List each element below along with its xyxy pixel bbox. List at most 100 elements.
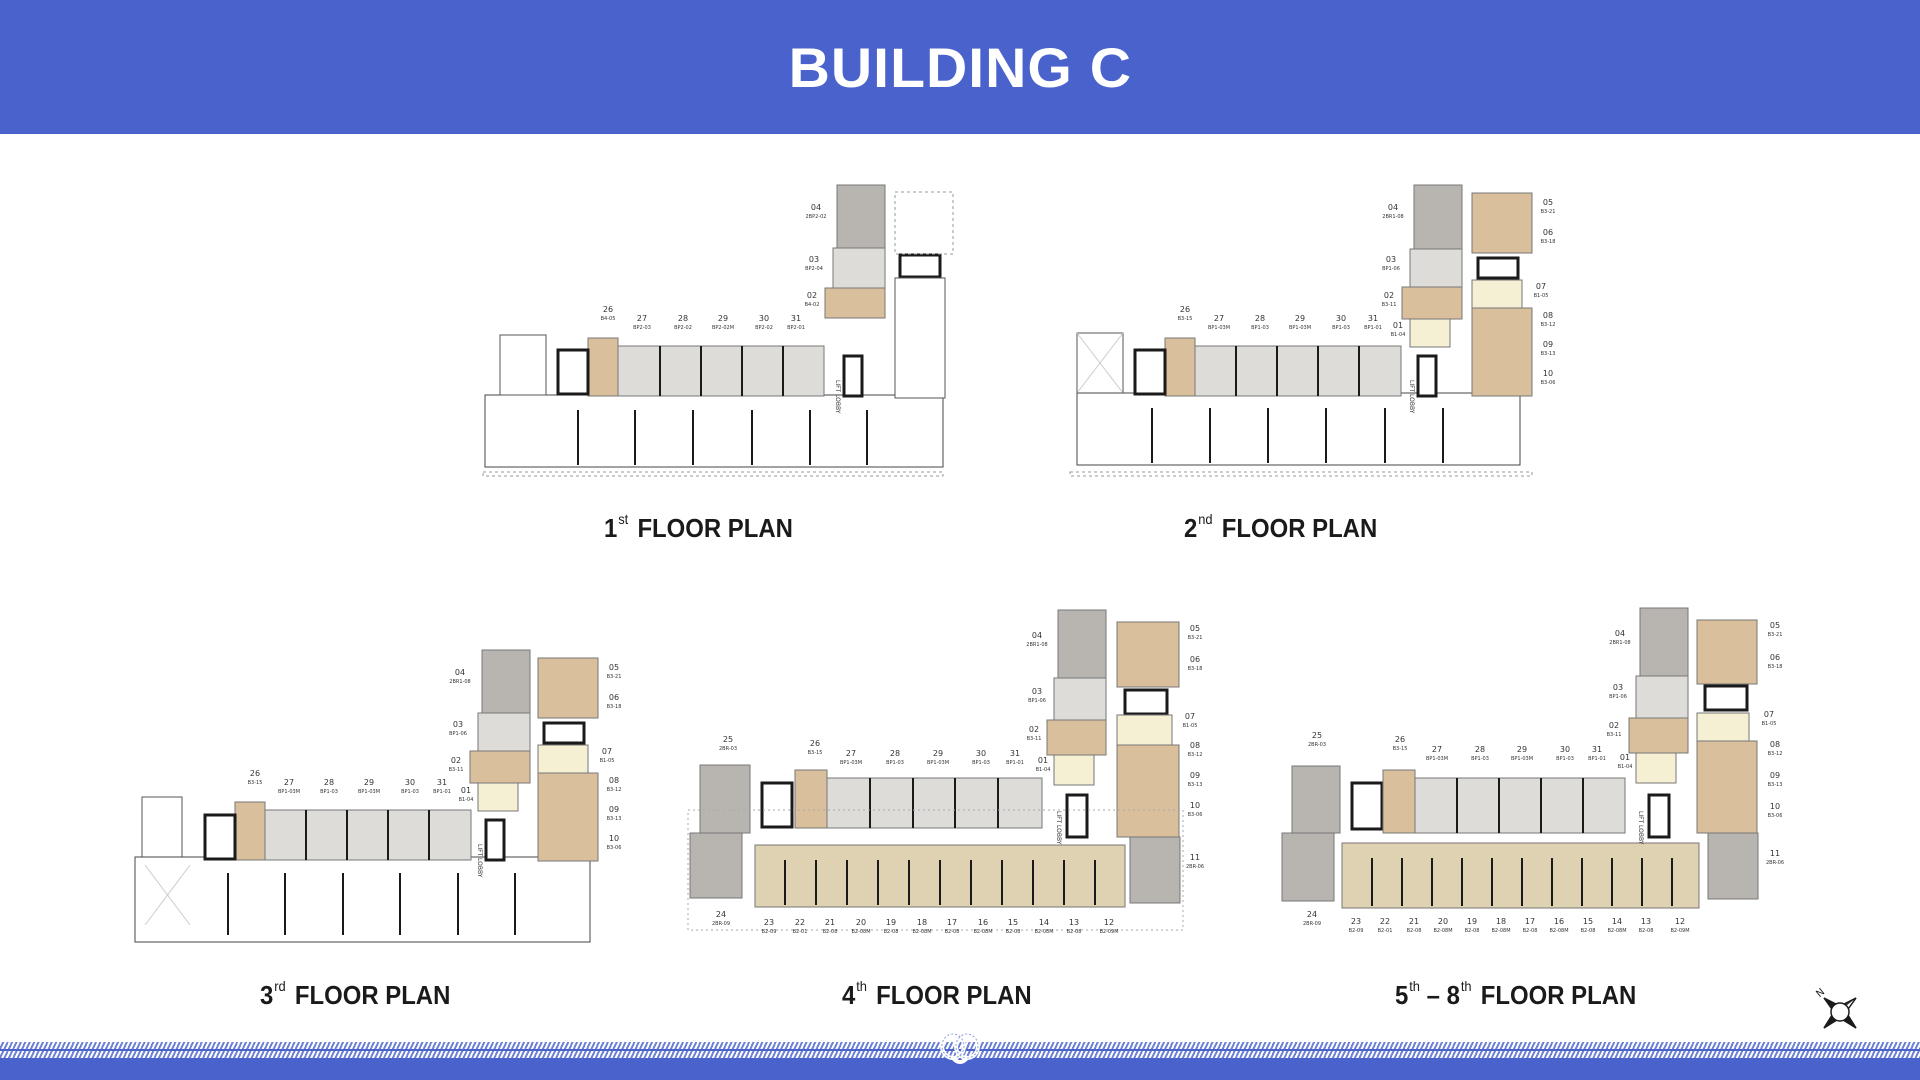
svg-text:20: 20	[856, 918, 866, 927]
svg-text:03: 03	[1032, 687, 1042, 696]
svg-text:30: 30	[759, 314, 769, 323]
svg-text:B3-13: B3-13	[1188, 782, 1203, 788]
svg-text:03: 03	[1386, 255, 1396, 264]
svg-text:BP2-02: BP2-02	[755, 325, 773, 331]
svg-text:15: 15	[1583, 917, 1593, 926]
svg-text:B3-13: B3-13	[1768, 782, 1783, 788]
svg-text:08: 08	[1190, 741, 1200, 750]
svg-text:26: 26	[1395, 735, 1405, 744]
svg-text:09: 09	[609, 805, 619, 814]
svg-text:BP1-03: BP1-03	[886, 760, 904, 766]
svg-text:01: 01	[461, 786, 471, 795]
svg-text:B3-18: B3-18	[1768, 664, 1783, 670]
svg-text:06: 06	[609, 693, 619, 702]
svg-text:10: 10	[1190, 801, 1200, 810]
svg-text:09: 09	[1543, 340, 1553, 349]
svg-text:B3-11: B3-11	[1027, 736, 1042, 742]
svg-text:05: 05	[1770, 621, 1780, 630]
svg-text:28: 28	[324, 778, 334, 787]
svg-text:26: 26	[250, 769, 260, 778]
rope-knot-icon	[936, 1030, 984, 1071]
svg-text:29: 29	[1295, 314, 1305, 323]
footer-bar	[0, 1058, 1920, 1080]
svg-text:B3-15: B3-15	[1393, 746, 1408, 752]
svg-text:13: 13	[1641, 917, 1651, 926]
svg-text:BP1-01: BP1-01	[1364, 325, 1382, 331]
svg-text:07: 07	[1536, 282, 1546, 291]
svg-text:B3-18: B3-18	[1541, 239, 1556, 245]
svg-text:2BR-09: 2BR-09	[1303, 921, 1321, 927]
svg-text:B2-09M: B2-09M	[1099, 929, 1118, 935]
svg-text:B2-09: B2-09	[762, 929, 777, 935]
svg-text:04: 04	[1615, 629, 1625, 638]
svg-text:B2-09M: B2-09M	[1670, 928, 1689, 934]
svg-text:2BR1-08: 2BR1-08	[1026, 642, 1047, 648]
svg-text:B2-08M: B2-08M	[851, 929, 870, 935]
svg-text:LIFT LOBBY: LIFT LOBBY	[1055, 811, 1062, 845]
svg-text:B1-04: B1-04	[1036, 767, 1051, 773]
footer-rope-divider	[0, 1049, 1920, 1051]
svg-text:24: 24	[1307, 910, 1317, 919]
svg-text:22: 22	[1380, 917, 1390, 926]
svg-text:B2-08M: B2-08M	[1607, 928, 1626, 934]
svg-text:29: 29	[364, 778, 374, 787]
svg-text:28: 28	[890, 749, 900, 758]
svg-text:B2-08M: B2-08M	[1491, 928, 1510, 934]
svg-text:BP1-03: BP1-03	[401, 789, 419, 795]
svg-text:30: 30	[1560, 745, 1570, 754]
svg-text:31: 31	[1592, 745, 1602, 754]
svg-text:B3-18: B3-18	[1188, 666, 1203, 672]
svg-text:21: 21	[825, 918, 835, 927]
svg-text:01: 01	[1038, 756, 1048, 765]
svg-text:B3-15: B3-15	[808, 750, 823, 756]
svg-text:26: 26	[603, 305, 613, 314]
svg-text:B1-04: B1-04	[1618, 764, 1633, 770]
svg-text:B2-08M: B2-08M	[912, 929, 931, 935]
svg-text:BP1-03M: BP1-03M	[1289, 325, 1311, 331]
svg-text:31: 31	[1368, 314, 1378, 323]
svg-text:13: 13	[1069, 918, 1079, 927]
page-title: BUILDING C	[788, 35, 1132, 99]
svg-text:LIFT LOBBY: LIFT LOBBY	[476, 844, 483, 878]
svg-text:15: 15	[1008, 918, 1018, 927]
svg-text:10: 10	[1770, 802, 1780, 811]
svg-text:2BR1-08: 2BR1-08	[1609, 640, 1630, 646]
svg-text:BP2-02: BP2-02	[674, 325, 692, 331]
svg-text:30: 30	[405, 778, 415, 787]
svg-text:2BP2-02: 2BP2-02	[806, 214, 827, 220]
svg-text:BP1-03: BP1-03	[1332, 325, 1350, 331]
svg-text:28: 28	[1255, 314, 1265, 323]
svg-text:B2-08: B2-08	[1407, 928, 1422, 934]
svg-text:2BR-03: 2BR-03	[1308, 742, 1326, 748]
svg-text:BP1-03: BP1-03	[1471, 756, 1489, 762]
svg-text:16: 16	[1554, 917, 1564, 926]
svg-text:B4-02: B4-02	[805, 302, 820, 308]
svg-text:03: 03	[809, 255, 819, 264]
svg-text:04: 04	[455, 668, 465, 677]
svg-text:B3-13: B3-13	[1541, 351, 1556, 357]
svg-text:07: 07	[1764, 710, 1774, 719]
svg-text:BP1-03M: BP1-03M	[927, 760, 949, 766]
svg-text:B3-12: B3-12	[1541, 322, 1556, 328]
svg-text:BP1-01: BP1-01	[1588, 756, 1606, 762]
svg-text:B3-15: B3-15	[248, 780, 263, 786]
svg-text:B3-13: B3-13	[607, 816, 622, 822]
svg-text:2BR1-08: 2BR1-08	[1382, 214, 1403, 220]
svg-text:BP1-03M: BP1-03M	[1426, 756, 1448, 762]
svg-text:B3-21: B3-21	[1768, 632, 1783, 638]
svg-text:B1-04: B1-04	[459, 797, 474, 803]
svg-text:2BR1-08: 2BR1-08	[449, 679, 470, 685]
svg-text:B3-11: B3-11	[449, 767, 464, 773]
svg-text:B3-11: B3-11	[1607, 732, 1622, 738]
svg-text:LIFT LOBBY: LIFT LOBBY	[1637, 811, 1644, 845]
svg-text:07: 07	[602, 747, 612, 756]
svg-text:02: 02	[1029, 725, 1039, 734]
svg-text:03: 03	[453, 720, 463, 729]
svg-text:09: 09	[1770, 771, 1780, 780]
